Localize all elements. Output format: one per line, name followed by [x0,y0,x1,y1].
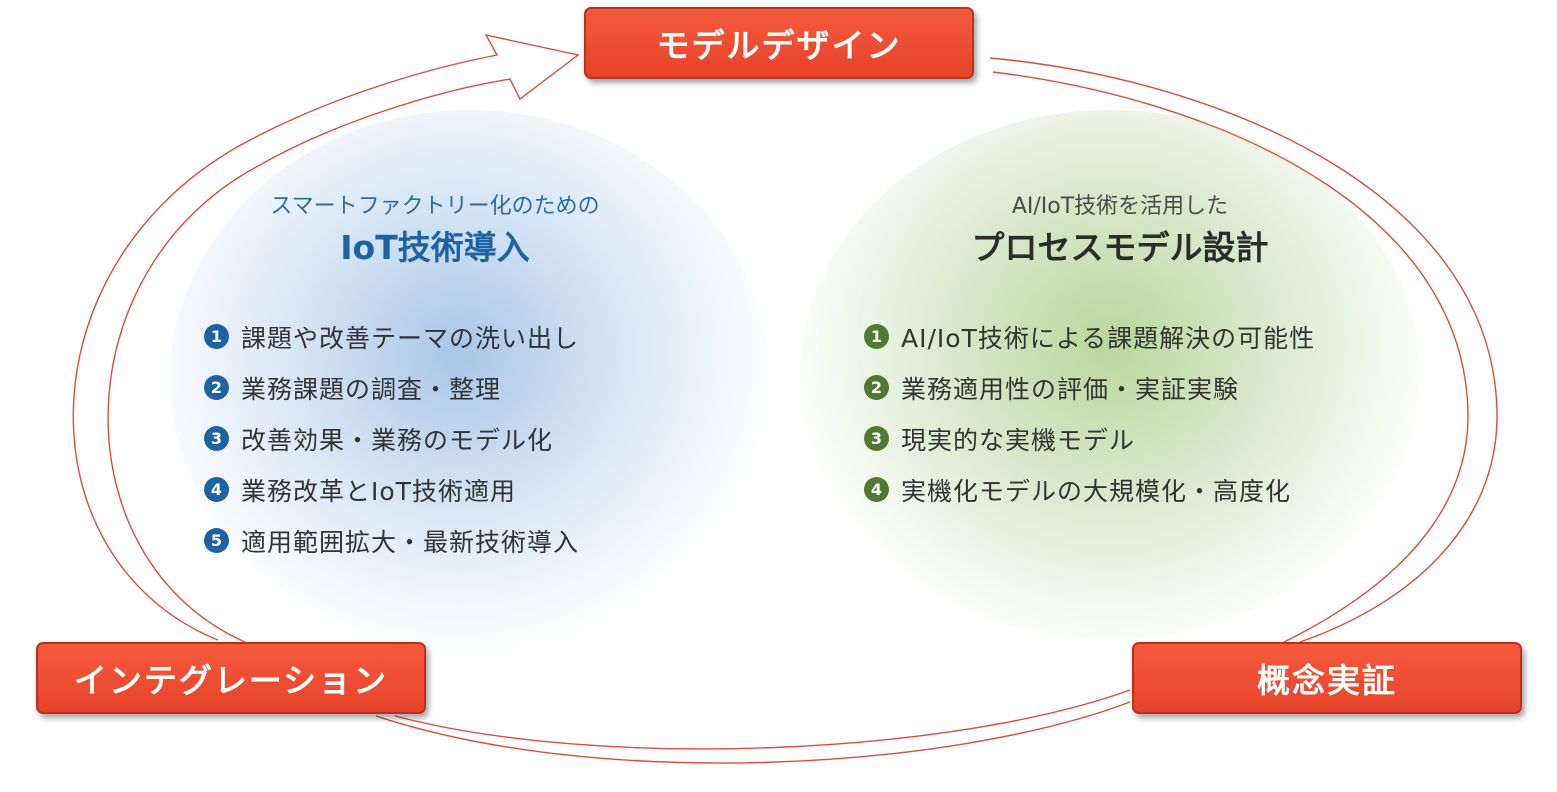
step-number-badge: 5 [204,528,229,553]
iot-steps: 1 課題や改善テーマの洗い出し 2 業務課題の調査・整理 3 改善効果・業務のモ… [200,304,670,573]
step-text: 業務改革とIoT技術適用 [241,476,516,506]
iot-subtitle: スマートファクトリー化のための [270,194,600,219]
step-number-badge: 4 [204,477,229,502]
step-number-badge: 1 [864,324,889,349]
cycle-arrow-left [72,33,580,643]
step-text: 実機化モデルの大規模化・高度化 [901,476,1292,506]
step-text: 課題や改善テーマの洗い出し [241,323,580,353]
stage-proof-of-concept: 概念実証 [1132,642,1522,714]
iot-step: 1 課題や改善テーマの洗い出し [204,304,670,369]
process-steps: 1 AI/IoT技術による課題解決の可能性 2 業務適用性の評価・実証実験 3 … [860,304,1380,522]
iot-step: 3 改善効果・業務のモデル化 [204,406,670,471]
iot-step: 4 業務改革とIoT技術適用 [204,457,670,522]
iot-panel: スマートファクトリー化のための IoT技術導入 1 課題や改善テーマの洗い出し … [200,192,670,573]
process-title: プロセスモデル設計 [971,228,1269,267]
iot-glow [170,110,770,650]
stage-integration: インテグレーション [36,642,426,714]
process-step: 4 実機化モデルの大規模化・高度化 [864,457,1380,522]
step-number-badge: 3 [204,426,229,451]
step-text: 現実的な実機モデル [901,425,1136,455]
step-number-badge: 3 [864,426,889,451]
process-panel: AI/IoT技術を活用した プロセスモデル設計 1 AI/IoT技術による課題解… [860,192,1380,522]
step-text: AI/IoT技術による課題解決の可能性 [901,323,1316,353]
step-number-badge: 2 [864,375,889,400]
process-glow [800,110,1420,640]
step-number-badge: 1 [204,324,229,349]
iot-title: IoT技術導入 [340,228,530,267]
step-number-badge: 2 [204,375,229,400]
step-text: 業務課題の調査・整理 [241,374,502,404]
process-step: 3 現実的な実機モデル [864,406,1380,471]
step-text: 改善効果・業務のモデル化 [241,425,554,455]
iot-step: 5 適用範囲拡大・最新技術導入 [204,508,670,573]
step-text: 適用範囲拡大・最新技術導入 [241,527,580,557]
step-text: 業務適用性の評価・実証実験 [901,374,1240,404]
process-step: 2 業務適用性の評価・実証実験 [864,355,1380,420]
cycle-arrow-bottom [375,689,1131,764]
iot-step: 2 業務課題の調査・整理 [204,355,670,420]
stage-integration-label: インテグレーション [73,661,389,700]
cycle-arrow-right [989,57,1498,643]
process-step: 1 AI/IoT技術による課題解決の可能性 [864,304,1380,369]
stage-model-design: モデルデザイン [584,7,974,79]
process-subtitle: AI/IoT技術を活用した [1011,194,1229,219]
step-number-badge: 4 [864,477,889,502]
stage-proof-of-concept-label: 概念実証 [1257,661,1397,700]
stage-model-design-label: モデルデザイン [656,26,902,65]
